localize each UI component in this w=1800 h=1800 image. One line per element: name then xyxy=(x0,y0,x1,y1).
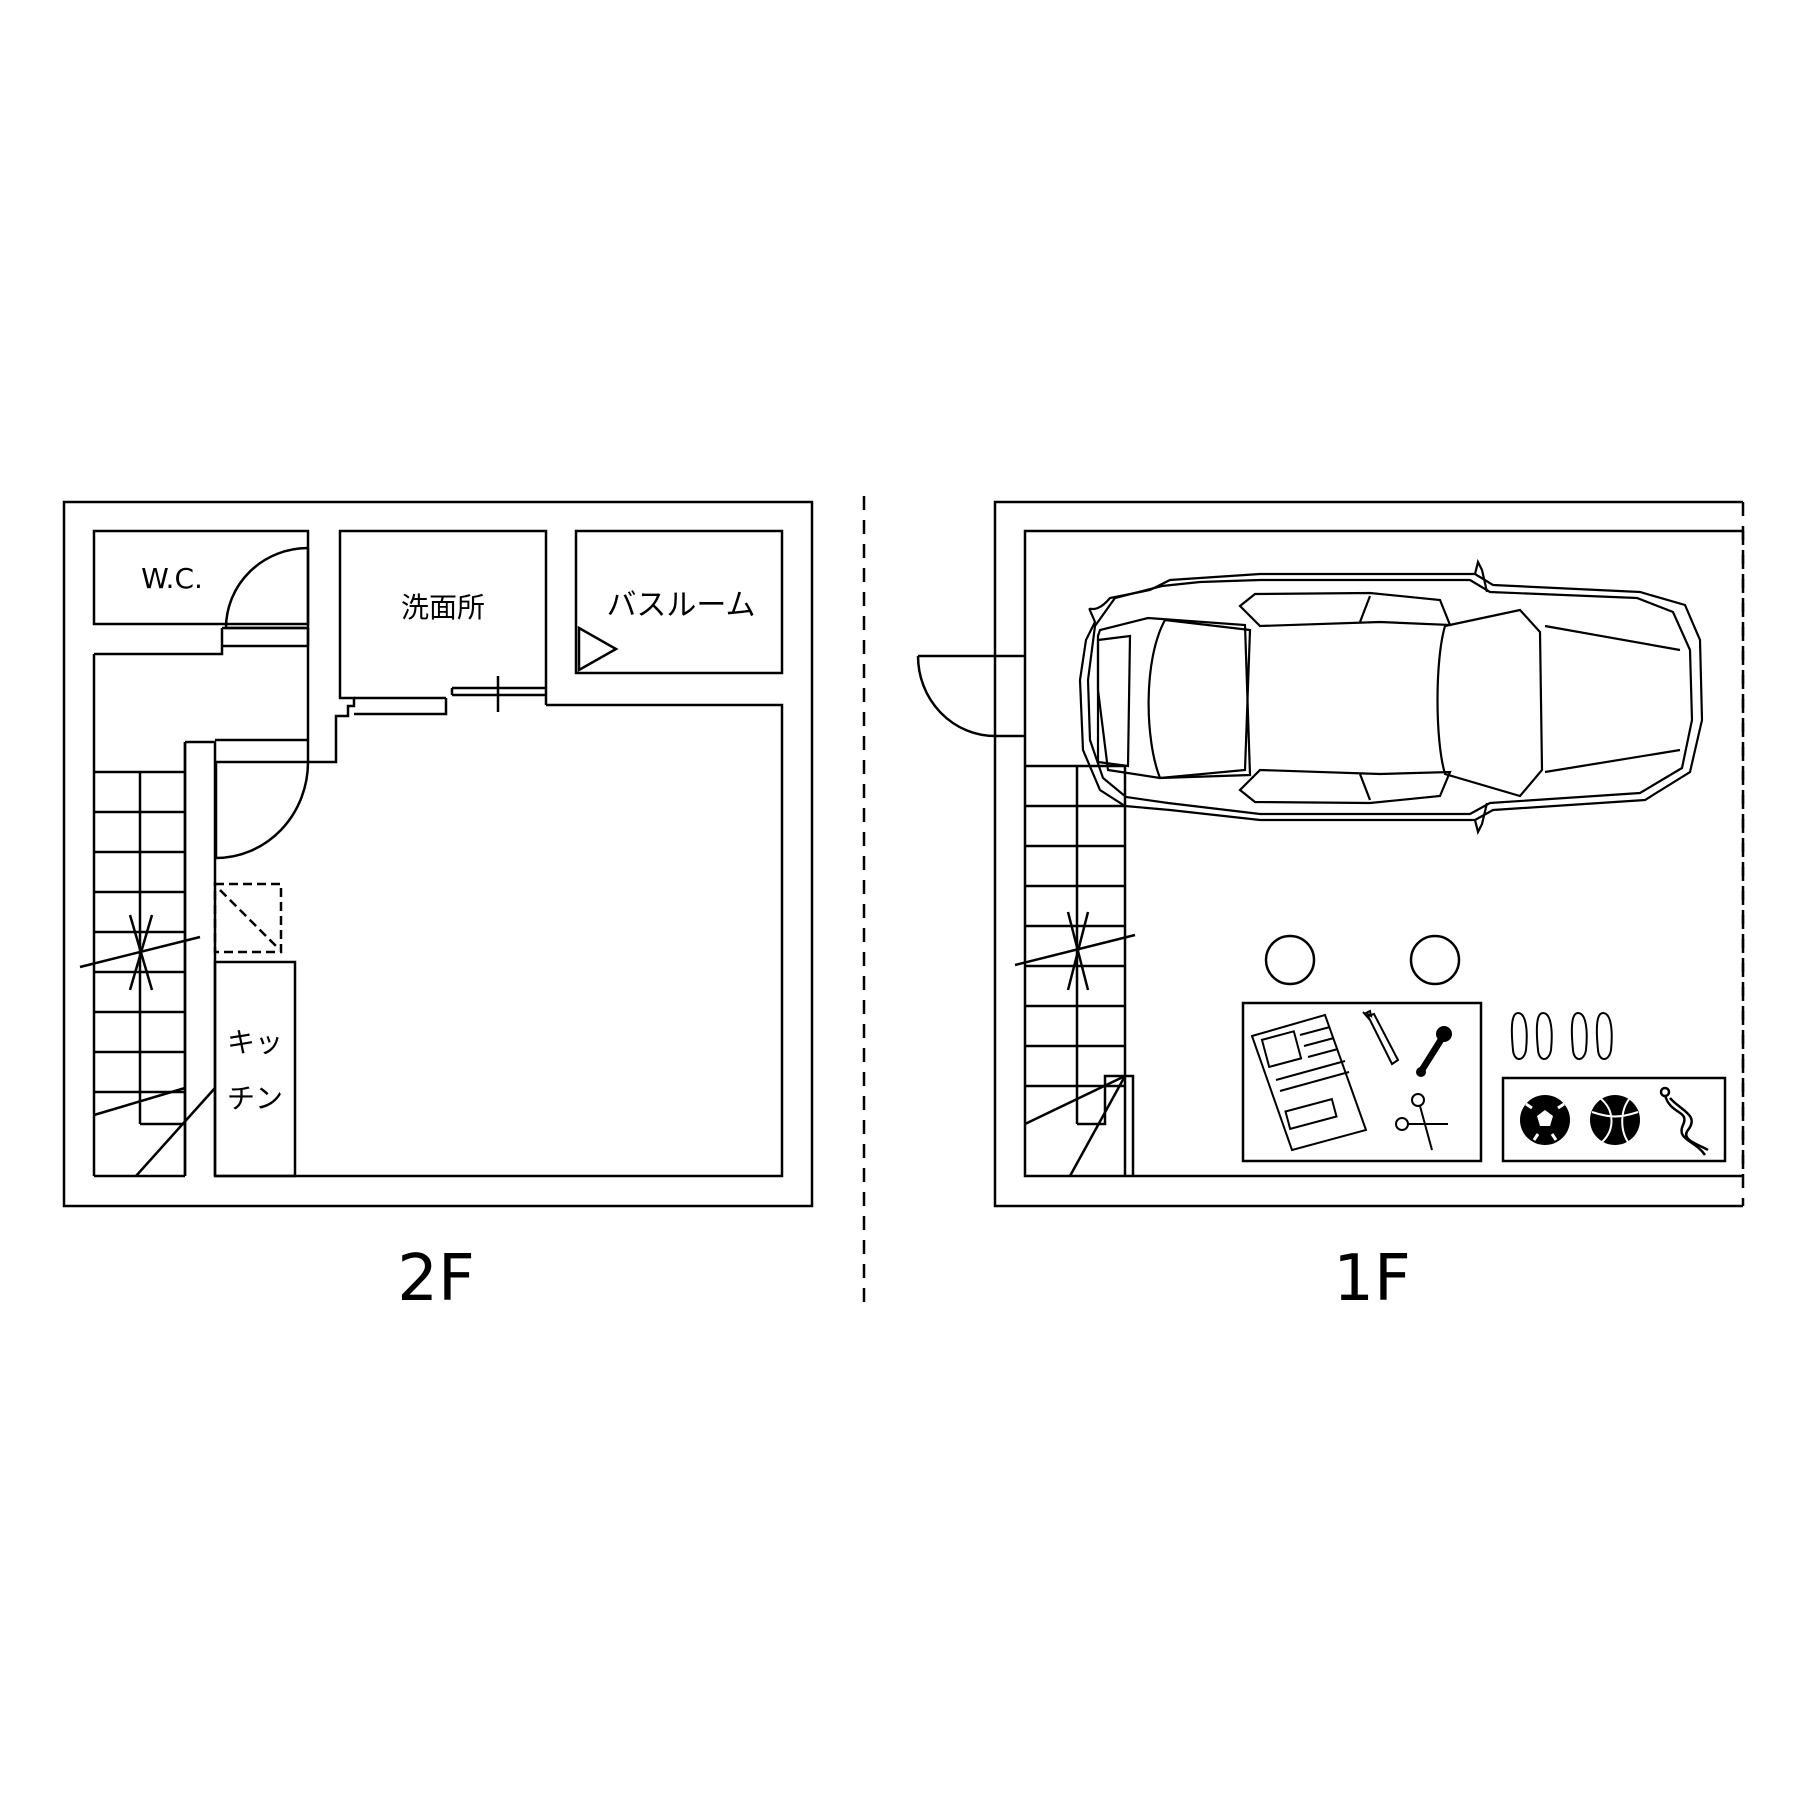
car-top-view xyxy=(1078,558,1704,836)
sports-shelf-1f xyxy=(1501,1076,1727,1163)
kitchen-counter xyxy=(213,960,297,1178)
soccer-ball-icon xyxy=(1520,1095,1570,1145)
wc-label: W.C. xyxy=(141,562,203,595)
kitchen-door-swing xyxy=(214,761,310,860)
washroom-walls xyxy=(306,529,548,764)
jump-rope-icon xyxy=(1659,1086,1709,1156)
floor-1f-plan xyxy=(916,500,1745,1208)
bathroom-door-triangle xyxy=(577,625,619,673)
floor-2f-outer-wall xyxy=(62,500,814,1208)
entry-door-1f xyxy=(916,654,1027,738)
floor-1f-outer-wall xyxy=(993,500,1743,1208)
document-icon xyxy=(1250,1013,1368,1152)
stool-1 xyxy=(1264,934,1316,986)
staircase-1f xyxy=(1014,764,1136,1177)
basketball-icon xyxy=(1590,1095,1640,1145)
kitchen-label-line1: キッ xyxy=(227,1026,283,1059)
floor-2f-label: 2F xyxy=(397,1242,475,1316)
sandals-icon xyxy=(1510,1011,1613,1060)
bathroom-room xyxy=(574,529,784,675)
staircase-2f xyxy=(79,742,216,1177)
washroom-label: 洗面所 xyxy=(401,591,485,624)
floor-1f-label: 1F xyxy=(1333,1242,1411,1316)
stool-2 xyxy=(1409,934,1461,986)
kitchen-appliance-dashed xyxy=(213,882,283,954)
kitchen-label-line2: チン xyxy=(227,1082,283,1115)
workbench-1f xyxy=(1241,1001,1483,1163)
scissors-icon xyxy=(1395,1093,1448,1151)
bathroom-label: バスルーム xyxy=(606,588,755,623)
wc-door-swing xyxy=(224,546,310,630)
pencil-icon xyxy=(1362,1009,1400,1066)
floor-2f-plan xyxy=(62,500,814,1208)
wrench-icon xyxy=(1416,1026,1452,1077)
